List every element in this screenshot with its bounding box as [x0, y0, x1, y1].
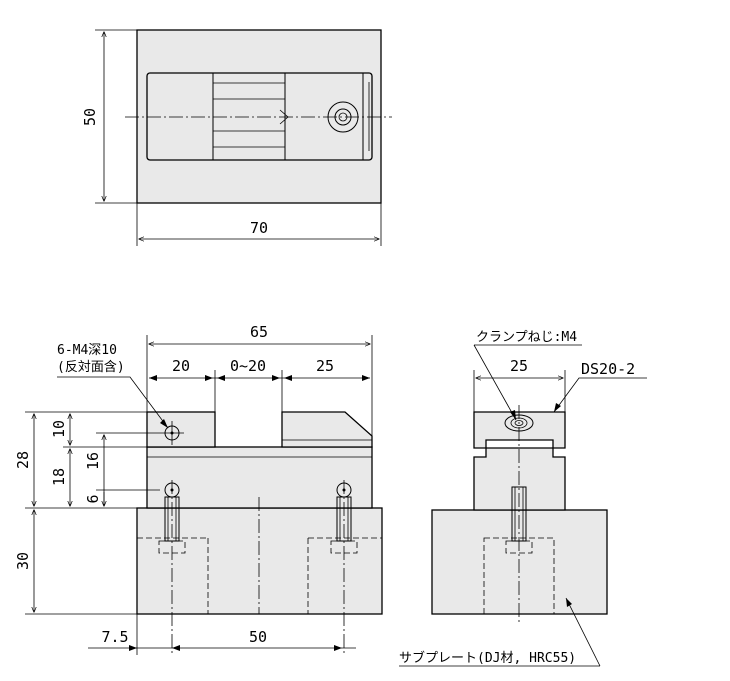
- front-height-18: 18: [50, 468, 68, 486]
- side-width-dim: 25: [510, 357, 528, 375]
- tapped-hole-leader: [57, 376, 169, 429]
- front-vise-body: [146, 446, 373, 509]
- front-pitch-50: 50: [249, 628, 267, 646]
- clamp-screw-note: クランプねじ:M4: [476, 330, 577, 345]
- side-sub-plate: [431, 509, 608, 615]
- tapped-hole-note-line2: (反対面含): [57, 359, 125, 375]
- front-height-16: 16: [84, 452, 102, 470]
- front-height-6: 6: [84, 494, 102, 503]
- sub-plate-note: サブプレート(DJ材, HRC55): [399, 650, 576, 666]
- front-right-jaw-dim: 25: [316, 357, 334, 375]
- top-vise-body: [146, 72, 373, 161]
- front-height-28: 28: [14, 451, 32, 469]
- front-stroke-dim: 0~20: [230, 357, 266, 375]
- front-view: 65 20 0~20 25 6-M4深10 (反対面含) 28 10 18: [14, 323, 383, 655]
- front-fixed-jaw: [146, 411, 216, 448]
- front-offset-7-5: 7.5: [101, 628, 128, 646]
- front-height-30: 30: [14, 552, 32, 570]
- front-sub-plate: [136, 507, 383, 615]
- side-vise-body: [473, 447, 566, 511]
- front-height-10: 10: [50, 420, 68, 438]
- top-height-dim: 50: [81, 108, 99, 126]
- side-jaw: [473, 411, 566, 449]
- top-width-dim: 70: [250, 219, 268, 237]
- model-label: DS20-2: [581, 360, 635, 378]
- front-left-jaw-dim: 20: [172, 357, 190, 375]
- front-movable-jaw: [281, 411, 373, 448]
- front-overall-dim: 65: [250, 323, 268, 341]
- tapped-hole-note-line1: 6-M4深10: [57, 343, 117, 358]
- top-view: 50 70: [81, 29, 392, 246]
- side-view: 25 クランプねじ:M4 DS20-2 サブプレート(DJ材, HRC55): [399, 330, 647, 667]
